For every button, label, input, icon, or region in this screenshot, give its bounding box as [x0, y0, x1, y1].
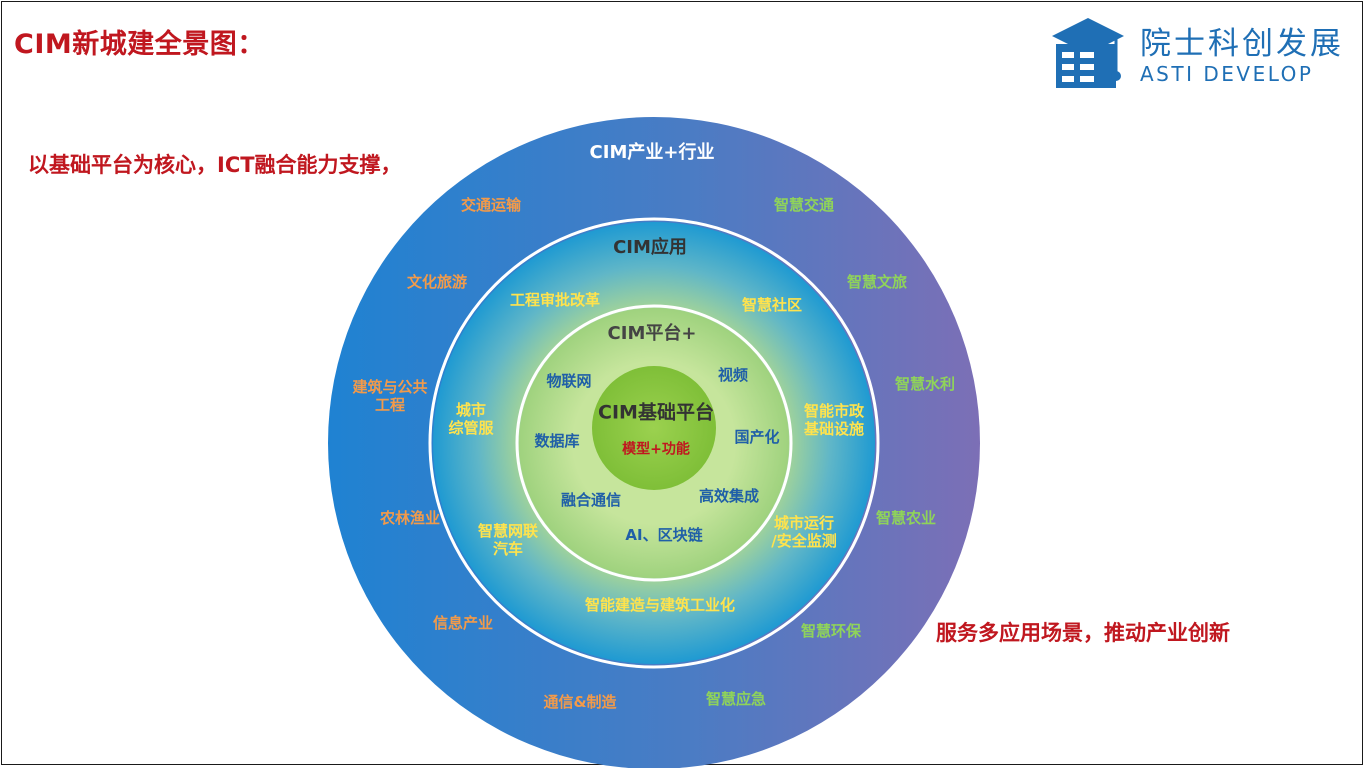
tagline-left: 以基础平台为核心，ICT融合能力支撑， — [28, 153, 402, 177]
logo-name-cn: 院士科创发展 — [1140, 26, 1344, 62]
app-item: 工程审批改革 — [509, 291, 601, 309]
platform-ring-border — [515, 304, 793, 582]
app-item: 城市 综管服 — [448, 401, 494, 437]
outer-right-item: 智慧水利 — [894, 375, 956, 393]
platform-ring-title: CIM平台+ — [607, 323, 697, 345]
outer-right-item: 智慧农业 — [875, 509, 937, 527]
slide-title: CIM新城建全景图： — [14, 29, 265, 60]
app-item: 智慧社区 — [741, 296, 803, 314]
outer-ring-border — [428, 217, 880, 669]
outer-left-item: 交通运输 — [460, 196, 522, 214]
outer-left-item: 文化旅游 — [406, 273, 468, 291]
logo-name-en: ASTI DEVELOP — [1140, 62, 1314, 86]
platform-item: 视频 — [717, 366, 749, 384]
outer-right-item: 智慧环保 — [800, 622, 862, 640]
platform-item: 融合通信 — [560, 491, 622, 509]
tagline-right: 服务多应用场景，推动产业创新 — [936, 621, 1230, 645]
platform-item: 国产化 — [734, 428, 780, 446]
app-ring-title: CIM应用 — [613, 237, 687, 259]
outer-left-item: 农林渔业 — [379, 509, 441, 527]
logo: 院士科创发展 ASTI DEVELOP — [1048, 14, 1348, 92]
outer-right-item: 智慧交通 — [773, 196, 835, 214]
app-item: 智慧网联 汽车 — [477, 522, 539, 558]
outer-left-item: 建筑与公共 工程 — [352, 378, 428, 414]
outer-right-item: 智慧文旅 — [846, 273, 908, 291]
app-item: 智能市政 基础设施 — [803, 402, 865, 438]
app-item: 城市运行 /安全监测 — [771, 514, 837, 550]
graduation-cap-building-icon — [1052, 18, 1124, 88]
platform-item: 物联网 — [546, 372, 592, 390]
platform-item: AI、区块链 — [625, 526, 703, 544]
app-item: 智能建造与建筑工业化 — [584, 596, 736, 614]
outer-ring-title: CIM产业+行业 — [589, 142, 715, 164]
core-title: CIM基础平台 — [598, 401, 714, 424]
platform-item: 高效集成 — [698, 487, 760, 505]
outer-right-item: 智慧应急 — [705, 690, 767, 708]
core-circle — [592, 366, 716, 490]
outer-left-item: 通信&制造 — [543, 693, 617, 711]
core-subtitle: 模型+功能 — [622, 441, 690, 458]
outer-left-item: 信息产业 — [432, 614, 494, 632]
platform-item: 数据库 — [534, 432, 580, 450]
